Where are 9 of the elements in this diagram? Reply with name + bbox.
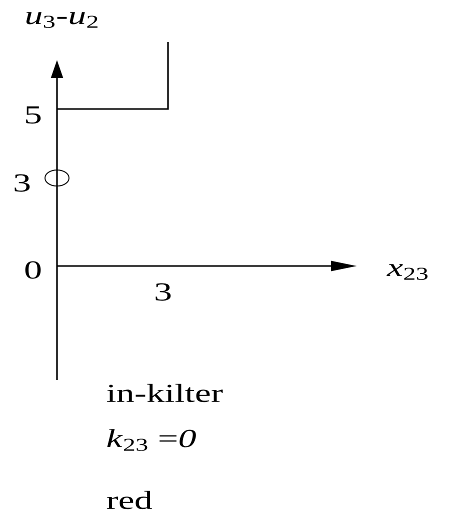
note-text: in-kilter	[106, 384, 223, 402]
tick-label: 0	[25, 261, 41, 279]
axis-label: x$_{23}$	[386, 264, 428, 280]
tick-label: 3	[14, 174, 30, 192]
axis-label: u$_{3}$-u$_{2}$	[26, 12, 98, 28]
note-text: k$_{23}$ =0	[107, 429, 196, 451]
note-text: red	[106, 490, 152, 510]
tick-label: 3	[156, 283, 171, 301]
tick-label: 5	[26, 106, 41, 124]
